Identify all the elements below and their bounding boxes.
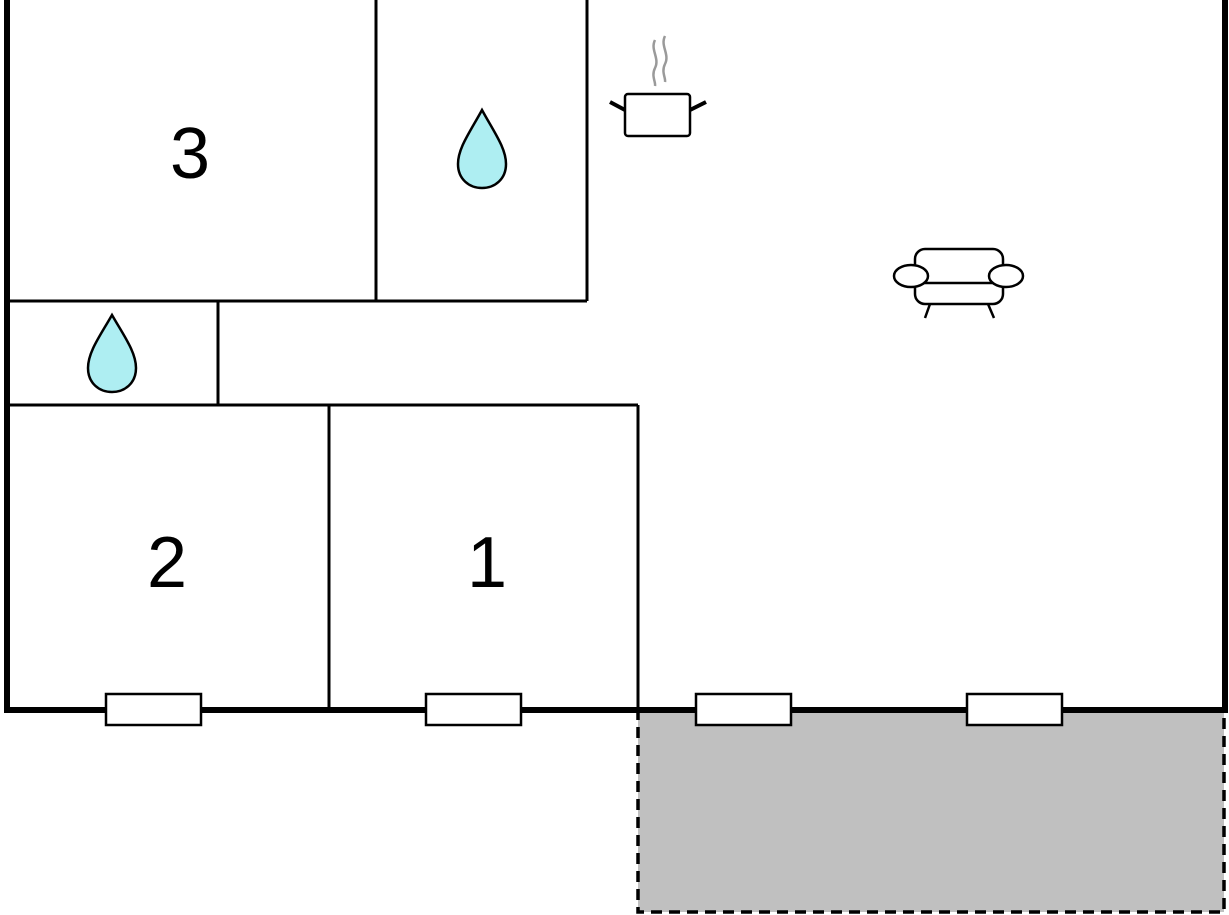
terrace-area: [636, 708, 1226, 914]
window-living-left: [694, 692, 793, 727]
windows: [104, 692, 1064, 727]
water-drop-icon: [456, 107, 508, 190]
room-label-2: 2: [147, 523, 187, 603]
room-label-3: 3: [170, 114, 210, 194]
interior-walls: [7, 0, 640, 710]
window-room-1: [424, 692, 523, 727]
window-living-right: [965, 692, 1064, 727]
sofa-icon: [892, 247, 1025, 319]
window-room-2: [104, 692, 203, 727]
water-drop-icon: [86, 312, 138, 394]
cooking-pot-icon: [609, 35, 707, 138]
room-label-1: 1: [467, 523, 507, 603]
